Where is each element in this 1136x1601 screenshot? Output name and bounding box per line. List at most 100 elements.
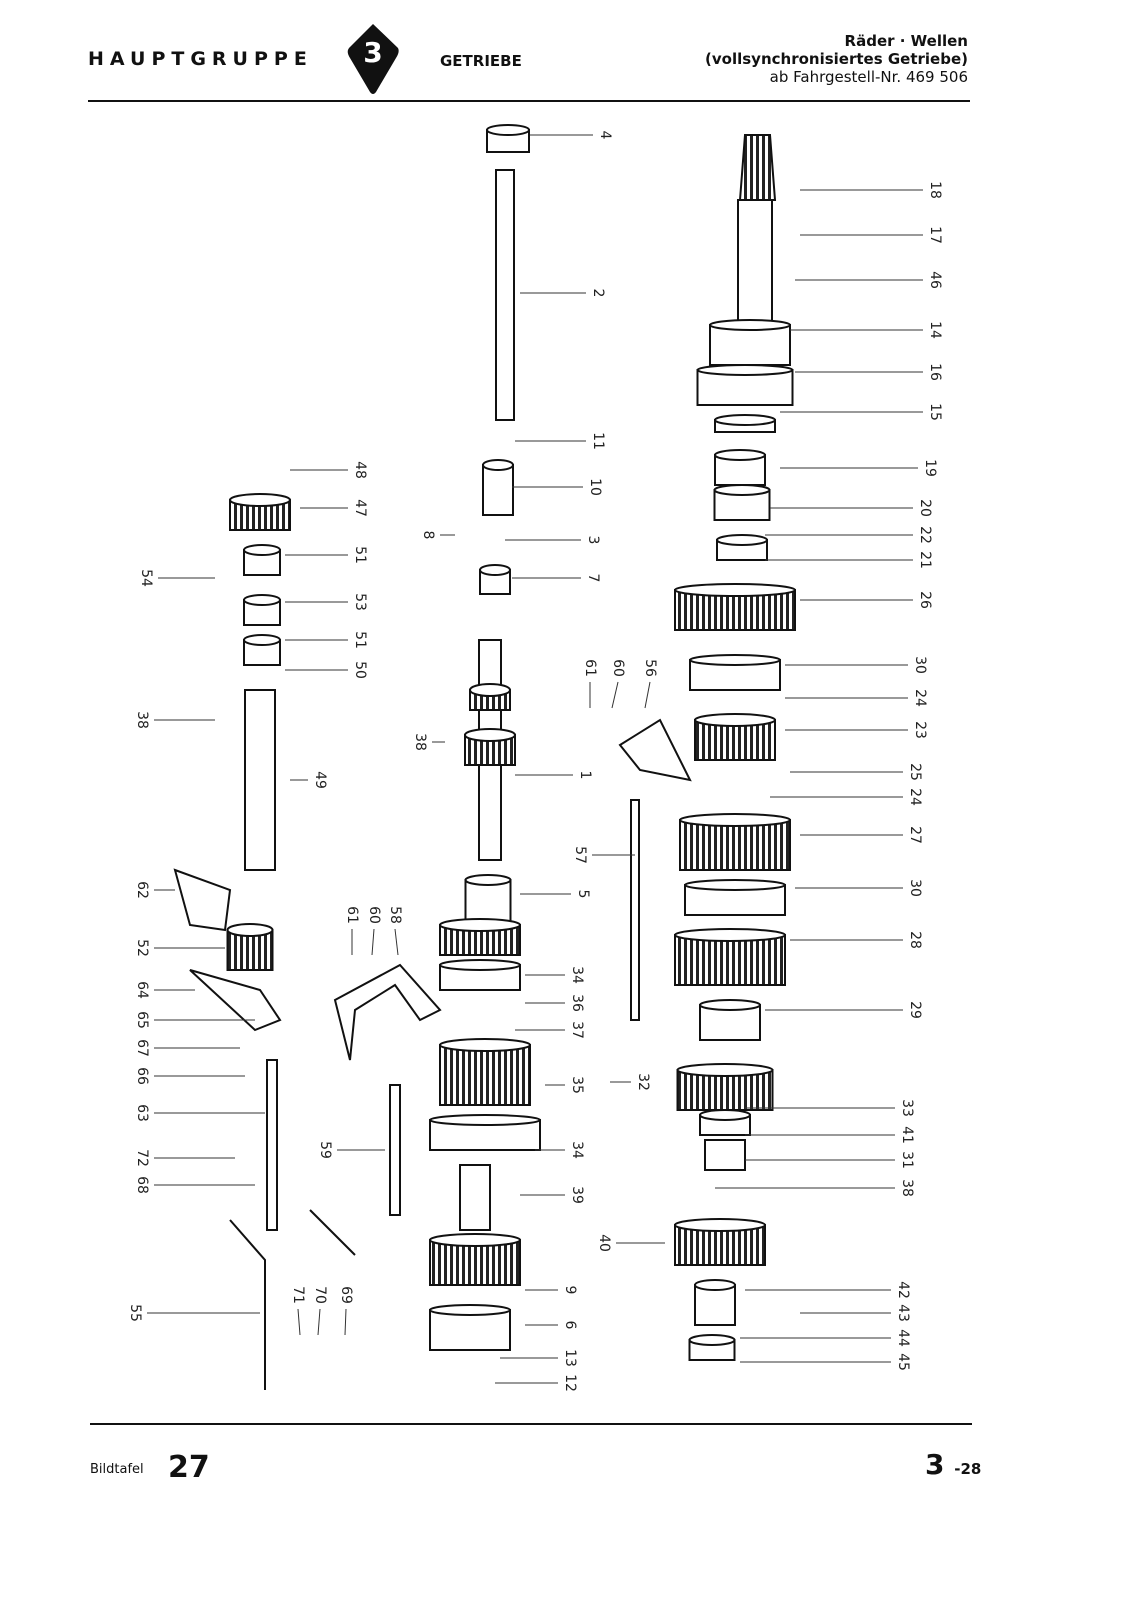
gear-3rd-face [674, 928, 786, 942]
callout-60: 60 [610, 659, 626, 677]
callout-47: 47 [352, 499, 368, 517]
callout-13: 13 [562, 1349, 578, 1367]
reverse-gear-face [226, 923, 274, 937]
callout-32: 32 [635, 1073, 651, 1091]
callout-22: 22 [917, 526, 933, 544]
callout-19: 19 [922, 459, 938, 477]
bearing-race-face [694, 1279, 736, 1291]
callout-10: 10 [587, 478, 603, 496]
callout-15: 15 [927, 403, 943, 421]
main-shaft [495, 169, 515, 421]
reverse-shaft [244, 689, 276, 871]
callout-4: 4 [597, 130, 613, 140]
callout-41: 41 [899, 1126, 915, 1144]
callout-36: 36 [569, 994, 585, 1012]
leader-line [394, 928, 399, 956]
callout-7: 7 [585, 573, 601, 583]
synchro-ring-face [439, 959, 521, 971]
callout-38: 38 [134, 711, 150, 729]
synchro-ring-face [684, 879, 786, 891]
callout-18: 18 [927, 181, 943, 199]
page-number: 3 -28 [925, 1448, 982, 1481]
callout-50: 50 [352, 661, 368, 679]
callout-5: 5 [575, 889, 591, 899]
callout-51: 51 [352, 546, 368, 564]
gear-3rd [674, 934, 786, 986]
synchro-hub [439, 1044, 531, 1106]
gear-face [464, 728, 516, 742]
needle-bearing-face [243, 634, 281, 646]
page-subtitle: Räder · Wellen (vollsynchronisiertes Get… [705, 32, 968, 86]
gear-face [229, 493, 291, 507]
callout-64: 64 [134, 981, 150, 999]
needle-bearing [699, 1004, 761, 1041]
callout-3: 3 [585, 535, 601, 545]
bearing-face [486, 124, 530, 136]
pinion-head [738, 134, 777, 201]
gear-4th-face [676, 1063, 774, 1077]
ring-face [716, 534, 768, 546]
callout-16: 16 [927, 363, 943, 381]
callout-61: 61 [582, 659, 598, 677]
group-number-badge: 3 [346, 22, 400, 94]
leader-line [644, 681, 651, 709]
callout-45: 45 [895, 1353, 911, 1371]
section-title: GETRIEBE [440, 52, 522, 70]
needle-bearing-face [699, 999, 761, 1011]
callout-60: 60 [366, 906, 382, 924]
callout-30: 30 [912, 656, 928, 674]
callout-25: 25 [907, 763, 923, 781]
sleeve-face [429, 1114, 541, 1126]
gear-face [439, 918, 521, 932]
callout-29: 29 [907, 1001, 923, 1019]
needle-bearing-face [479, 564, 511, 576]
callout-17: 17 [927, 226, 943, 244]
callout-21: 21 [917, 551, 933, 569]
callout-6: 6 [562, 1320, 578, 1330]
callout-34: 34 [569, 966, 585, 984]
synchro-ring-face [689, 654, 781, 666]
detent-spring [309, 1209, 356, 1256]
callout-20: 20 [917, 499, 933, 517]
callout-62: 62 [134, 881, 150, 899]
gear-1st-face [674, 583, 796, 597]
bearing-flange-face [696, 364, 794, 376]
ball-bearing [429, 1309, 511, 1351]
roller-bearing-face [709, 319, 791, 331]
leader-line [344, 1308, 347, 1336]
ring-face [699, 1109, 751, 1121]
roller-bearing [709, 324, 791, 366]
shift-lever [189, 969, 282, 1032]
callout-54: 54 [138, 569, 154, 587]
spacer-face [243, 594, 281, 606]
callout-38: 38 [412, 733, 428, 751]
callout-42: 42 [895, 1281, 911, 1299]
callout-34: 34 [569, 1141, 585, 1159]
leader-line [317, 1308, 321, 1336]
callout-1: 1 [577, 770, 593, 780]
selector-rod [389, 1084, 401, 1216]
callout-68: 68 [134, 1176, 150, 1194]
callout-38: 38 [899, 1179, 915, 1197]
leader-line [611, 681, 619, 709]
nut-face [688, 1334, 736, 1346]
callout-28: 28 [907, 931, 923, 949]
callout-55: 55 [127, 1304, 143, 1322]
callout-14: 14 [927, 321, 943, 339]
selector-rod [630, 799, 640, 1021]
selector-rod-lower [229, 1219, 266, 1390]
gear [679, 819, 791, 871]
plate-label: Bildtafel [90, 1462, 144, 1477]
callout-27: 27 [907, 826, 923, 844]
callout-72: 72 [134, 1149, 150, 1167]
pinion-shaft [737, 199, 773, 331]
callout-56: 56 [642, 659, 658, 677]
callout-11: 11 [590, 432, 606, 450]
synchro-hub-face [694, 713, 776, 727]
callout-30: 30 [907, 879, 923, 897]
gear-face [679, 813, 791, 827]
shift-fork [173, 868, 232, 932]
callout-58: 58 [387, 906, 403, 924]
